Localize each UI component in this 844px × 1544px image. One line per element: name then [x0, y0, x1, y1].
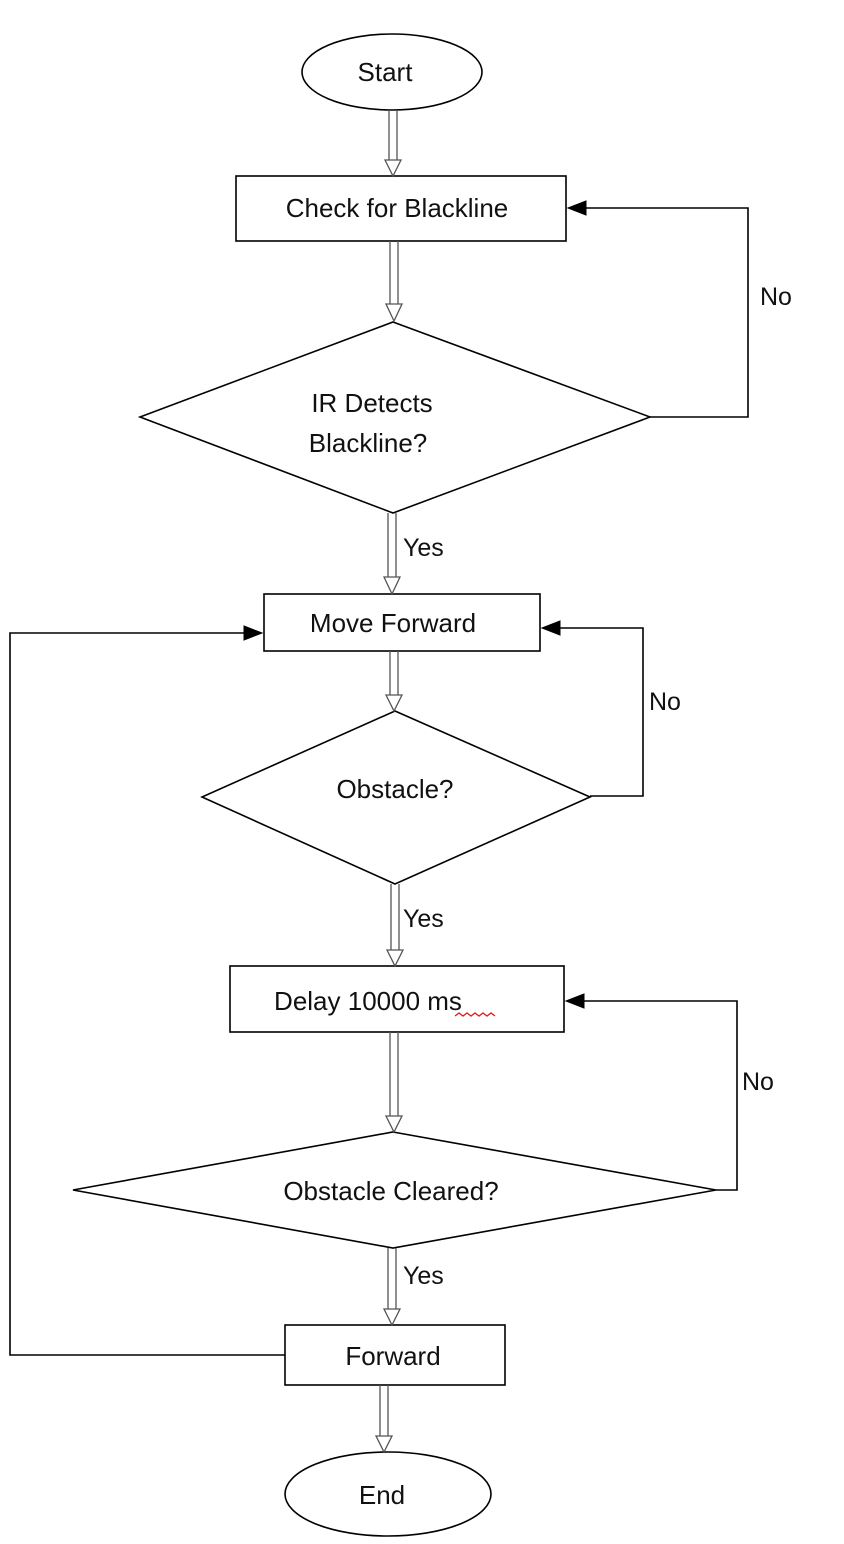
delay-label: Delay 10000 ms — [274, 986, 462, 1016]
check-blackline-node: Check for Blackline — [235, 175, 567, 242]
end-node: End — [284, 1451, 492, 1537]
cleared-yes-label: Yes — [403, 1262, 444, 1290]
move-forward-label: Move Forward — [310, 608, 476, 638]
arrow-obstacle-yes-to-delay — [385, 884, 405, 968]
obstacle-cleared-label: Obstacle Cleared? — [283, 1176, 498, 1206]
obstacle-decision: Obstacle? — [200, 710, 592, 885]
ir-detects-decision: IR Detects Blackline? — [137, 321, 653, 514]
obstacle-label: Obstacle? — [336, 774, 453, 804]
spellcheck-underline — [454, 1012, 496, 1017]
obstacle-yes-label: Yes — [403, 905, 444, 933]
forward-label: Forward — [345, 1341, 440, 1371]
arrow-ir-yes-to-move — [382, 513, 402, 596]
loop-obstacle-no-to-move — [540, 620, 644, 797]
arrow-forward-to-end — [374, 1385, 394, 1454]
arrow-start-to-check — [383, 110, 403, 178]
arrow-check-to-ir — [384, 241, 404, 323]
loop-cleared-no-to-delay — [564, 993, 738, 1191]
cleared-no-label: No — [742, 1068, 774, 1096]
arrow-move-to-obstacle — [384, 651, 404, 713]
arrow-cleared-yes-to-forward — [382, 1248, 402, 1327]
loop-forward-to-move — [9, 625, 285, 1356]
obstacle-no-label: No — [649, 688, 681, 716]
start-label: Start — [358, 57, 414, 87]
arrow-delay-to-cleared — [384, 1032, 404, 1134]
obstacle-cleared-decision: Obstacle Cleared? — [72, 1131, 717, 1249]
ir-yes-label: Yes — [403, 534, 444, 562]
ir-detects-label-line2: Blackline? — [309, 428, 428, 458]
loop-ir-no-to-check — [566, 200, 749, 418]
delay-node: Delay 10000 ms — [229, 965, 565, 1033]
ir-detects-label-line1: IR Detects — [311, 388, 432, 418]
start-node: Start — [301, 33, 483, 111]
forward-node: Forward — [284, 1324, 506, 1386]
check-blackline-label: Check for Blackline — [286, 193, 509, 223]
move-forward-node: Move Forward — [263, 593, 541, 652]
ir-no-label: No — [760, 283, 792, 311]
end-label: End — [359, 1480, 405, 1510]
